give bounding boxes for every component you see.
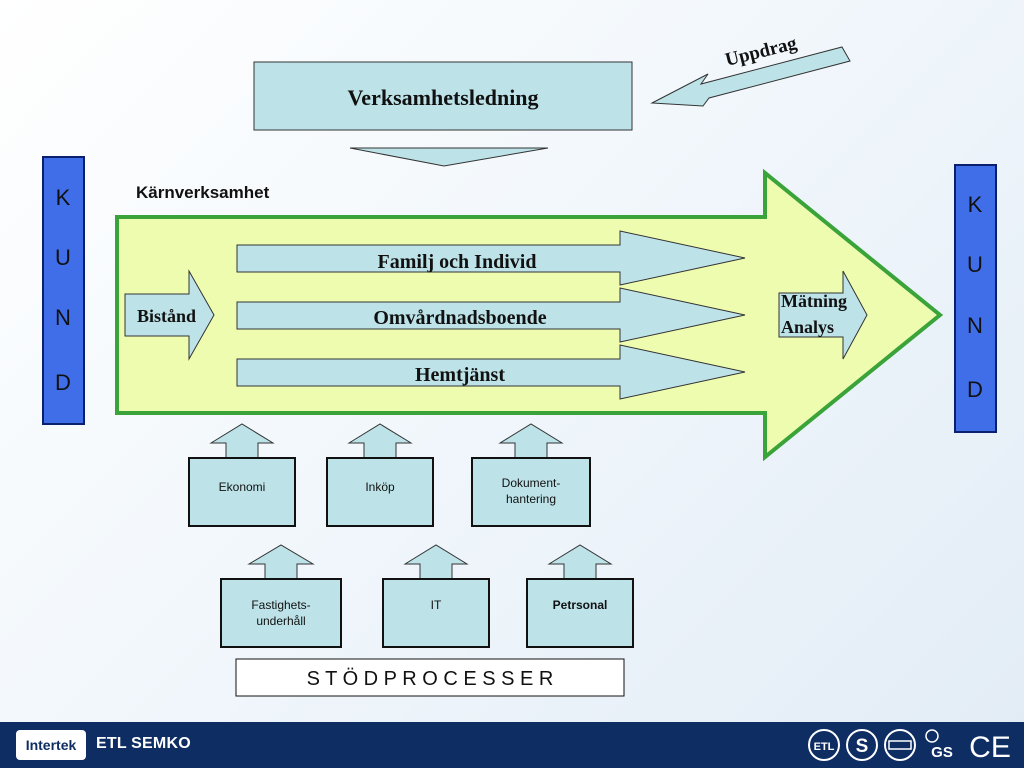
measure-label: Mätning xyxy=(781,291,847,311)
support-row-1: Ekonomi Inköp Dokument- hantering xyxy=(188,423,591,527)
entry-block: Bistånd xyxy=(124,269,215,361)
customer-left-letter: U xyxy=(55,245,71,270)
support-row-2: Fastighets- underhåll IT Petrsonal xyxy=(220,544,634,648)
customer-right-letter: N xyxy=(967,313,983,338)
support-box xyxy=(326,457,434,527)
etl-mark-icon: ETL xyxy=(808,729,840,761)
measure-label: Analys xyxy=(781,317,834,337)
process-label: Omvårdnadsboende xyxy=(373,307,546,329)
support-up-arrow xyxy=(498,423,564,459)
management-box xyxy=(253,61,633,131)
support-box xyxy=(188,457,296,527)
s-mark-icon: S xyxy=(846,729,878,761)
customer-right: K U N D xyxy=(954,164,997,433)
mandate-block: Uppdrag xyxy=(650,33,851,107)
support-label: underhåll xyxy=(256,614,305,628)
measure-block: Mätning Analys xyxy=(778,270,868,360)
process-arrow-group: Familj och Individ Omvårdnadsboende Hemt… xyxy=(236,230,746,400)
support-label: IT xyxy=(431,598,442,612)
customer-left: K U N D xyxy=(42,156,85,425)
customer-right-letter: D xyxy=(967,377,983,402)
process-arrow xyxy=(236,230,746,286)
support-up-arrow xyxy=(403,544,469,580)
process-label: Familj och Individ xyxy=(378,251,537,273)
support-box xyxy=(526,578,634,648)
certification-marks: ETL S GS CE xyxy=(808,729,1011,763)
management-down-arrow xyxy=(349,147,549,167)
support-label: Fastighets- xyxy=(251,598,310,612)
support-label: Petrsonal xyxy=(553,598,608,612)
process-arrow xyxy=(236,287,746,343)
support-box xyxy=(471,457,591,527)
svg-text:S: S xyxy=(856,736,869,757)
svg-text:GS: GS xyxy=(931,744,953,761)
management-block: Verksamhetsledning xyxy=(253,61,633,167)
support-up-arrow xyxy=(347,423,413,459)
ce-mark-icon: CE xyxy=(969,731,1011,763)
core-label: Kärnverksamhet xyxy=(136,183,270,202)
mandate-arrow xyxy=(650,46,851,107)
support-label: Inköp xyxy=(365,480,395,494)
support-caption-box xyxy=(235,658,625,697)
customer-right-letter: K xyxy=(968,192,983,217)
brand-name: ETL SEMKO xyxy=(96,735,191,752)
customer-right-letter: U xyxy=(967,252,983,277)
entry-arrow xyxy=(124,269,215,361)
entry-label: Bistånd xyxy=(137,306,196,326)
tuv-mark-icon xyxy=(884,729,916,761)
customer-left-letter: D xyxy=(55,370,71,395)
support-up-arrow xyxy=(209,423,275,459)
support-label: hantering xyxy=(506,492,556,506)
support-up-arrow xyxy=(547,544,613,580)
support-caption: S T Ö D P R O C E S S E R xyxy=(307,668,554,690)
customer-left-letter: K xyxy=(56,185,71,210)
svg-text:ETL: ETL xyxy=(814,741,835,753)
gs-mark-icon: GS xyxy=(925,729,953,761)
footer-bar: Intertek ETL SEMKO ETL S GS CE xyxy=(0,722,1024,768)
customer-left-bar xyxy=(42,156,85,425)
customer-right-bar xyxy=(954,164,997,433)
process-arrow xyxy=(236,344,746,400)
measure-arrow xyxy=(778,270,868,360)
process-label: Hemtjänst xyxy=(415,364,505,386)
svg-text:CE: CE xyxy=(969,731,1011,763)
support-box xyxy=(220,578,342,648)
support-box xyxy=(382,578,490,648)
intertek-logo: Intertek xyxy=(16,730,86,760)
customer-left-letter: N xyxy=(55,305,71,330)
support-up-arrow xyxy=(247,544,315,580)
management-label: Verksamhetsledning xyxy=(347,85,538,110)
support-label: Dokument- xyxy=(502,476,561,490)
support-label: Ekonomi xyxy=(219,480,266,494)
